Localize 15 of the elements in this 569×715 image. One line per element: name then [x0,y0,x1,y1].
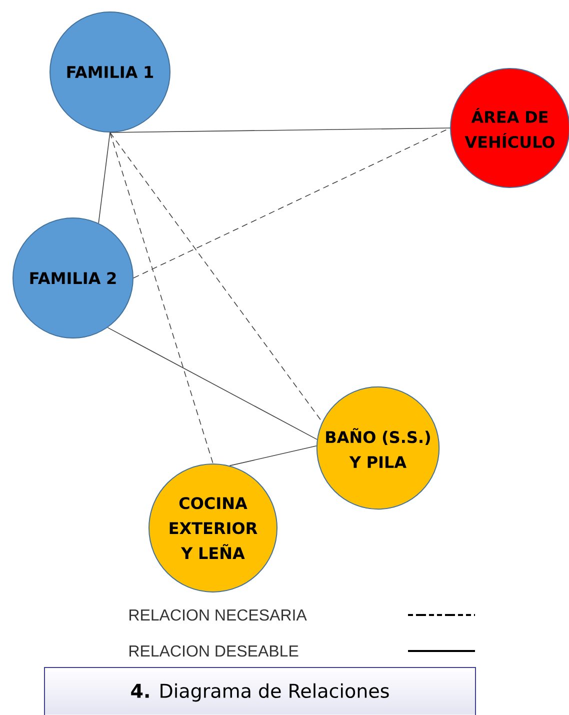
connector-line [107,327,318,440]
connector-line [229,445,317,466]
dashed-line [110,132,214,464]
dashed-line [133,128,450,278]
caption-box: 4. Diagrama de Relaciones [44,667,476,715]
connector-line [98,132,110,224]
circle-node: COCINA EXTERIOR Y LEÑA [148,464,278,592]
circle-node: FAMILIA 1 [50,12,170,132]
connector-line [110,128,450,133]
legend-label: RELACION DESEABLE [130,645,298,657]
circle-node: BAÑO (S.S.) Y PILA [316,386,440,510]
circle-node: ÁREA DE VEHÍCULO [450,68,569,188]
dashed-line [110,132,323,422]
circle-node: FAMILIA 2 [12,218,134,338]
legend-label: RELACION NECESARIA [130,609,307,621]
